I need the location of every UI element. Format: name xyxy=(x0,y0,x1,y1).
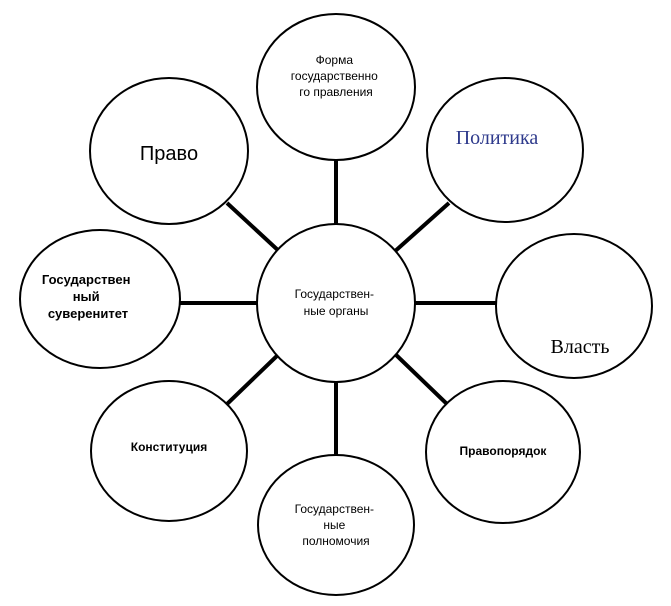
suverenitet-line-2: ный xyxy=(73,289,100,304)
node-pravoporyadok-label: Правопорядок xyxy=(460,444,548,458)
node-polnomochiya: Государствен- ные полномочия xyxy=(257,454,415,596)
polnomochiya-line-1: Государствен- xyxy=(295,502,374,516)
vlast-line-1: Власть xyxy=(551,336,610,358)
forma-line-2: государственно xyxy=(291,69,378,83)
pravo-line-1: Право xyxy=(140,143,198,165)
forma-line-1: Форма xyxy=(316,53,354,67)
center-node: Государствен- ные органы xyxy=(256,223,416,383)
node-pravo-label: Право xyxy=(140,143,198,165)
polnomochiya-line-2: ные xyxy=(323,518,345,532)
connector-pravoporyadok xyxy=(391,350,450,407)
node-suverenitet-label: Государствен ный суверенитет xyxy=(42,272,134,321)
node-suverenitet: Государствен ный суверенитет xyxy=(19,229,181,369)
forma-line-3: го правления xyxy=(299,85,373,99)
node-konstitutsiya-label: Конституция xyxy=(131,440,207,454)
connector-konstitutsiya xyxy=(224,350,283,407)
node-politika-label: Политика xyxy=(456,127,539,149)
node-forma: Форма государственно го правления xyxy=(256,13,416,161)
center-line-1: Государствен- xyxy=(295,287,374,301)
node-pravo: Право xyxy=(89,77,249,225)
center-node-label: Государствен- ные органы xyxy=(295,287,378,318)
node-konstitutsiya: Конституция xyxy=(90,380,248,522)
connector-pravo xyxy=(225,201,283,255)
node-polnomochiya-label: Государствен- ные полномочия xyxy=(295,502,378,548)
node-forma-label: Форма государственно го правления xyxy=(291,53,381,99)
node-politika: Политика xyxy=(426,77,584,223)
suverenitet-line-3: суверенитет xyxy=(48,306,128,321)
connector-politika xyxy=(391,201,451,255)
suverenitet-line-1: Государствен xyxy=(42,272,131,287)
node-pravoporyadok: Правопорядок xyxy=(425,380,581,524)
pravoporyadok-line-1: Правопорядок xyxy=(460,444,548,458)
node-vlast: Власть xyxy=(495,233,653,379)
politika-line-1: Политика xyxy=(456,127,539,149)
konstitutsiya-line-1: Конституция xyxy=(131,440,207,454)
center-line-2: ные органы xyxy=(304,304,369,318)
polnomochiya-line-3: полномочия xyxy=(302,534,369,548)
node-vlast-label: Власть xyxy=(551,336,610,358)
